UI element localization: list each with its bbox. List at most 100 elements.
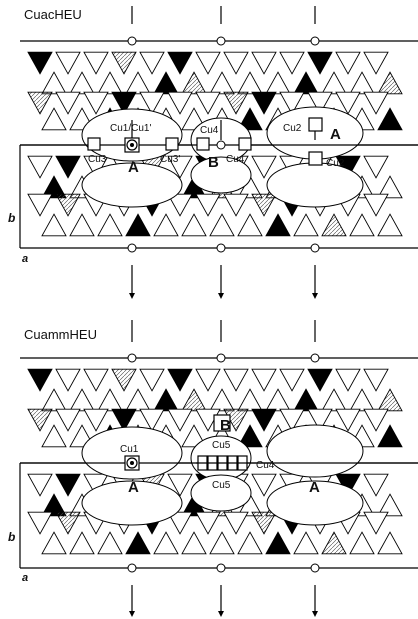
tetrahedron <box>153 531 179 555</box>
tetrahedron <box>41 388 67 412</box>
tetrahedron <box>223 368 249 392</box>
tetrahedron <box>55 511 81 535</box>
tetrahedron <box>55 368 81 392</box>
cu-site-marker <box>308 151 323 166</box>
tetrahedron <box>125 71 151 95</box>
tetrahedron <box>223 51 249 75</box>
tetrahedron <box>363 51 389 75</box>
symmetry-circle <box>310 36 320 46</box>
tetrahedron <box>69 388 95 412</box>
site-label-cu1: Cu1 <box>120 444 139 455</box>
tetrahedron <box>181 531 207 555</box>
symmetry-circle <box>127 563 137 573</box>
axis-b-label: b <box>8 530 15 544</box>
tetrahedron <box>335 368 361 392</box>
tetrahedron <box>55 51 81 75</box>
arrow-head <box>218 293 224 299</box>
site-label-cu4: Cu4 <box>200 125 219 136</box>
tetrahedron <box>237 71 263 95</box>
tetrahedron <box>363 408 389 432</box>
tetrahedron <box>237 388 263 412</box>
tetrahedron <box>363 155 389 179</box>
tetrahedron <box>293 213 319 237</box>
tetrahedron <box>125 531 151 555</box>
tetrahedron <box>377 493 403 517</box>
tetrahedron <box>209 388 235 412</box>
tetrahedron <box>335 51 361 75</box>
tetrahedron <box>377 107 403 131</box>
tetrahedron <box>209 531 235 555</box>
cu-site-marker <box>130 461 134 465</box>
tetrahedron <box>55 408 81 432</box>
tetrahedron <box>265 531 291 555</box>
tetrahedron <box>195 91 221 115</box>
axis-a-label: a <box>22 253 28 265</box>
cu-site-marker <box>216 140 226 150</box>
channel-opening <box>190 156 252 194</box>
tetrahedron <box>111 51 137 75</box>
tetrahedron <box>69 213 95 237</box>
tetrahedron <box>153 71 179 95</box>
tetrahedron <box>377 531 403 555</box>
tetrahedron <box>237 213 263 237</box>
channel-label-b: B <box>220 417 231 434</box>
tetrahedron <box>41 424 67 448</box>
arrow-head <box>129 293 135 299</box>
tetrahedron <box>27 155 53 179</box>
tetrahedron <box>97 531 123 555</box>
tetrahedron <box>251 155 277 179</box>
tetrahedron <box>97 213 123 237</box>
tetrahedron <box>279 91 305 115</box>
tetrahedron <box>321 531 347 555</box>
tetrahedron <box>41 175 67 199</box>
tetrahedron <box>41 531 67 555</box>
channel-label-b: B <box>208 154 219 171</box>
tetrahedron <box>167 91 193 115</box>
tetrahedron <box>41 71 67 95</box>
tetrahedron <box>251 51 277 75</box>
site-label-cu5: Cu5 <box>212 480 231 491</box>
tetrahedron <box>349 213 375 237</box>
tetrahedron <box>83 91 109 115</box>
channel-opening <box>81 480 183 526</box>
site-label-cu4: Cu4 <box>226 154 245 165</box>
tetrahedron <box>153 213 179 237</box>
panel-cuammheu <box>19 320 418 617</box>
tetrahedron <box>125 213 151 237</box>
symmetry-circle <box>127 353 137 363</box>
cu-site-marker <box>196 137 210 151</box>
panel-title: CuammHEU <box>24 327 97 342</box>
tetrahedron <box>307 91 333 115</box>
symmetry-circle <box>127 243 137 253</box>
site-label-cu3-prime: Cu3' <box>160 154 180 165</box>
tetrahedron <box>83 51 109 75</box>
channel-opening <box>266 424 364 478</box>
tetrahedron <box>97 71 123 95</box>
panel-title: CuacHEU <box>24 7 82 22</box>
arrow-head <box>129 611 135 617</box>
tetrahedron <box>321 213 347 237</box>
tetrahedron <box>307 368 333 392</box>
tetrahedron <box>377 175 403 199</box>
symmetry-circle <box>127 36 137 46</box>
channel-opening <box>81 426 183 480</box>
tetrahedron <box>307 51 333 75</box>
site-label-cu2: Cu2 <box>283 123 302 134</box>
tetrahedron <box>83 368 109 392</box>
arrow-head <box>312 611 318 617</box>
tetrahedron <box>293 71 319 95</box>
tetrahedron <box>307 408 333 432</box>
tetrahedron <box>195 193 221 217</box>
channel-opening <box>266 480 364 526</box>
tetrahedron <box>167 155 193 179</box>
tetrahedron <box>27 473 53 497</box>
tetrahedron <box>251 368 277 392</box>
tetrahedron <box>181 213 207 237</box>
tetrahedron <box>335 408 361 432</box>
tetrahedron <box>377 71 403 95</box>
tetrahedron <box>41 107 67 131</box>
tetrahedron <box>377 424 403 448</box>
tetrahedron <box>251 473 277 497</box>
tetrahedron <box>377 213 403 237</box>
tetrahedron <box>167 51 193 75</box>
